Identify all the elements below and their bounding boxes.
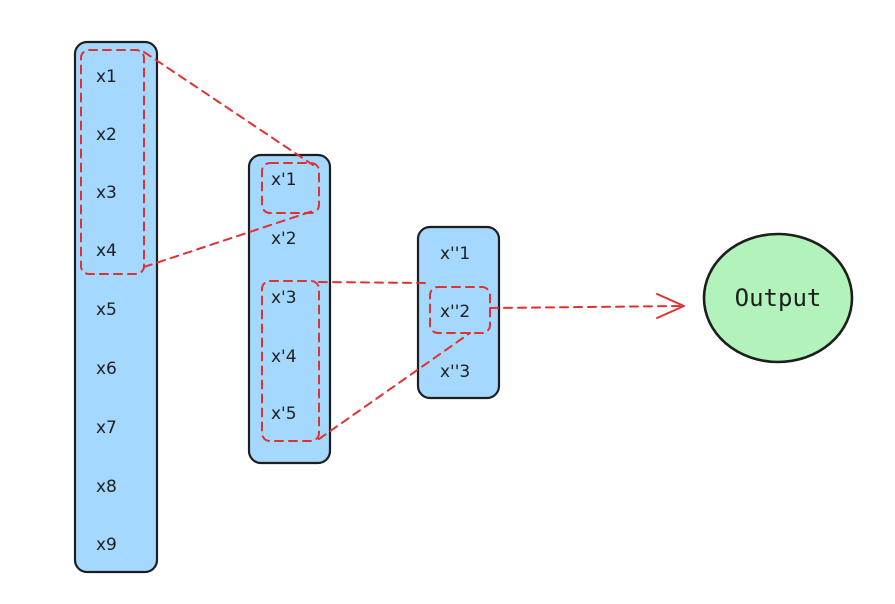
hidden-2-node-label: x''3: [440, 362, 470, 382]
input-layer-box: [73, 40, 159, 574]
hidden-layer-1-box: [247, 153, 332, 465]
input-node-label: x5: [96, 300, 117, 320]
receptive-field-hidden-1-top: [261, 162, 320, 214]
hidden-2-node-label: x''1: [440, 244, 470, 264]
hidden-1-node-label: x'4: [271, 347, 297, 367]
hidden-1-node-label: x'3: [271, 288, 297, 308]
hidden-1-node-label: x'5: [271, 404, 297, 424]
hidden-1-node-label: x'2: [271, 229, 297, 249]
input-node-label: x8: [96, 477, 117, 497]
input-node-label: x2: [96, 125, 117, 145]
connector-hidden-1-bottom: [318, 332, 471, 440]
output-node: [702, 232, 854, 364]
input-node-label: x4: [96, 241, 117, 261]
receptive-field-hidden-2: [429, 286, 491, 334]
connector-input-top: [143, 51, 314, 166]
input-node-label: x7: [96, 418, 117, 438]
hidden-2-node-label: x''2: [440, 302, 470, 322]
receptive-field-hidden-1-bottom: [261, 280, 320, 442]
input-node-label: x1: [96, 67, 117, 87]
input-node-label: x6: [96, 359, 117, 379]
input-node-label: x3: [96, 183, 117, 203]
output-label: Output: [735, 284, 822, 312]
connector-input-bottom: [143, 209, 317, 268]
connector-hidden-1-top: [318, 281, 431, 284]
input-node-label: x9: [96, 535, 117, 555]
connector-to-output: [489, 305, 685, 309]
arrow-head-icon: [656, 293, 685, 319]
hidden-1-node-label: x'1: [271, 170, 297, 190]
